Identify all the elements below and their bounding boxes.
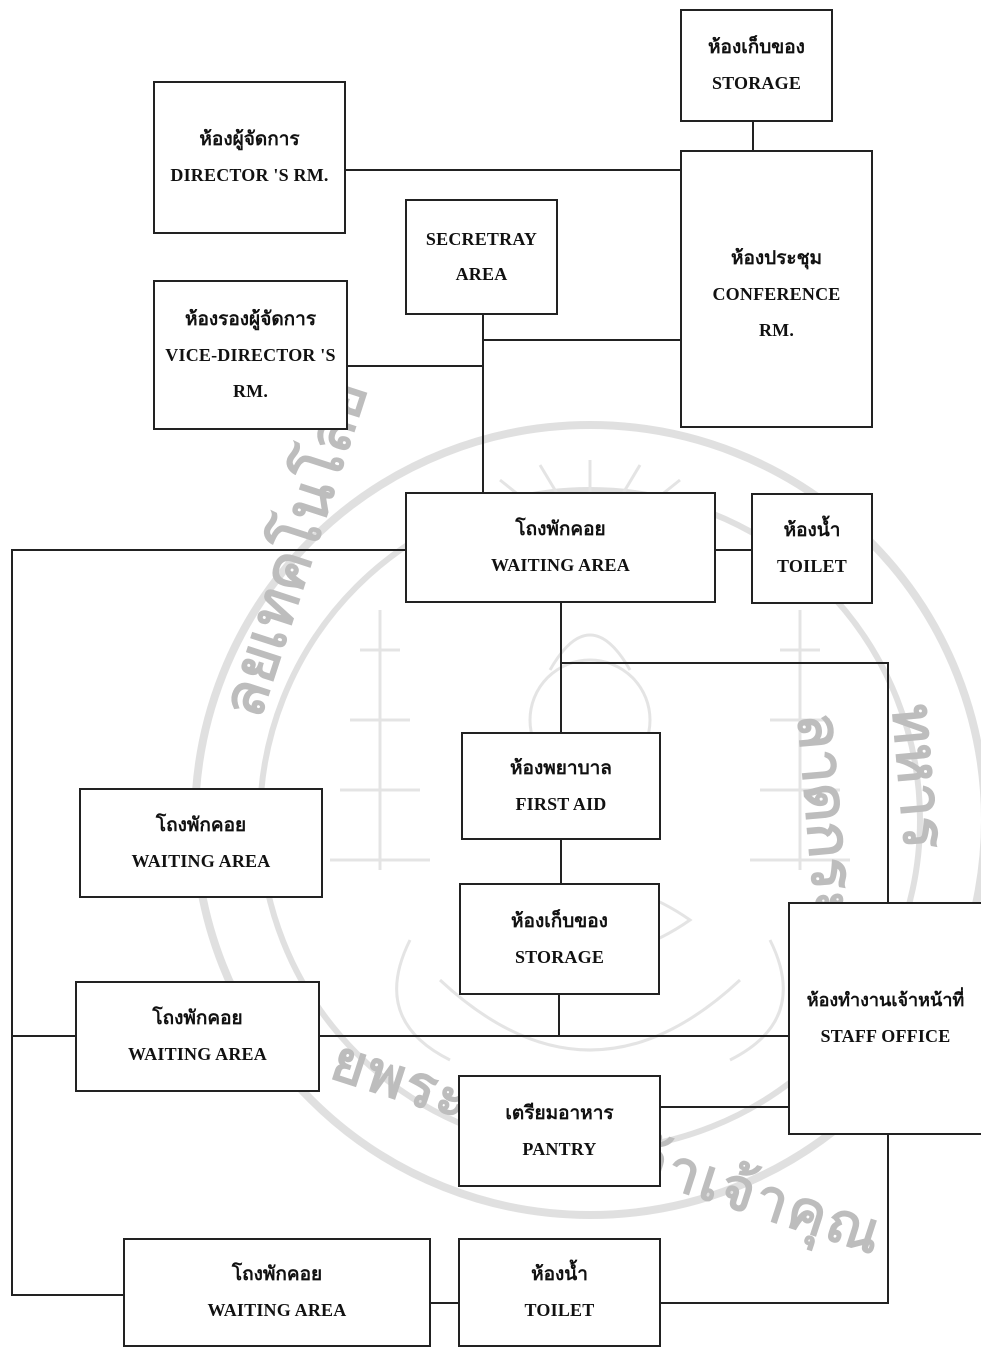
room-label-thai: โถงพักคอย xyxy=(155,814,247,836)
toilet-bottom-box: ห้องน้ำ TOILET xyxy=(458,1238,661,1347)
room-label-thai: ห้องรองผู้จัดการ xyxy=(184,309,317,331)
vice-director-room-box: ห้องรองผู้จัดการ VICE-DIRECTOR 'S RM. xyxy=(153,280,348,430)
staff-office-box: ห้องทำงานเจ้าหน้าที่ STAFF OFFICE xyxy=(788,902,981,1135)
room-label-thai: โถงพักคอย xyxy=(152,1008,243,1030)
room-label-english: WAITING AREA xyxy=(131,850,271,871)
room-label-thai: ห้องประชุม xyxy=(730,248,823,270)
room-label-thai: ห้องเก็บของ xyxy=(511,910,608,932)
room-label-english: VICE-DIRECTOR 'S xyxy=(165,345,336,366)
room-label-thai: เตรียมอาหาร xyxy=(505,1102,614,1124)
storage-top-box: ห้องเก็บของ STORAGE xyxy=(680,9,833,122)
director-room-box: ห้องผู้จัดการ DIRECTOR 'S RM. xyxy=(153,81,346,234)
room-label-thai: ห้องน้ำ xyxy=(531,1264,588,1286)
room-label-english: STAFF OFFICE xyxy=(820,1025,951,1046)
room-label-thai: โถงพักคอย xyxy=(515,519,606,541)
room-label-english: DIRECTOR 'S RM. xyxy=(170,165,329,186)
room-label-thai: ห้องพยาบาล xyxy=(510,757,612,779)
storage-middle-box: ห้องเก็บของ STORAGE xyxy=(459,883,660,995)
pantry-box: เตรียมอาหาร PANTRY xyxy=(458,1075,661,1187)
room-label-thai: ห้องทำงานเจ้าหน้าที่ xyxy=(806,990,965,1011)
room-label-english: FIRST AID xyxy=(515,793,607,814)
room-label-english: WAITING AREA xyxy=(128,1044,267,1065)
conference-room-box: ห้องประชุม CONFERENCE RM. xyxy=(680,150,873,428)
room-label-english: CONFERENCE xyxy=(712,284,841,305)
room-label-thai: โถงพักคอย xyxy=(231,1264,323,1286)
room-label-english-2: RM. xyxy=(758,319,795,340)
room-label-thai: ห้องผู้จัดการ xyxy=(199,129,300,151)
secretary-area-box: SECRETRAY AREA xyxy=(405,199,558,315)
room-label-english: STORAGE xyxy=(514,946,605,967)
room-label-english: PANTRY xyxy=(522,1138,597,1159)
waiting-area-left-1-box: โถงพักคอย WAITING AREA xyxy=(79,788,323,898)
room-label-english: TOILET xyxy=(524,1300,595,1321)
toilet-top-box: ห้องน้ำ TOILET xyxy=(751,493,873,604)
room-label-thai: ห้องน้ำ xyxy=(783,520,841,542)
waiting-area-main-box: โถงพักคอย WAITING AREA xyxy=(405,492,716,603)
room-label-english-2: AREA xyxy=(455,264,508,284)
room-label-english: SECRETRAY xyxy=(425,228,538,249)
room-label-english: WAITING AREA xyxy=(207,1300,347,1321)
room-label-thai: ห้องเก็บของ xyxy=(708,37,805,59)
room-label-english: STORAGE xyxy=(711,73,802,94)
room-label-english-2: RM. xyxy=(232,380,269,401)
room-label-english: WAITING AREA xyxy=(491,555,630,576)
first-aid-box: ห้องพยาบาล FIRST AID xyxy=(461,732,661,840)
waiting-area-left-2-box: โถงพักคอย WAITING AREA xyxy=(75,981,320,1092)
room-label-english: TOILET xyxy=(777,556,847,577)
waiting-area-bottom-box: โถงพักคอย WAITING AREA xyxy=(123,1238,431,1347)
